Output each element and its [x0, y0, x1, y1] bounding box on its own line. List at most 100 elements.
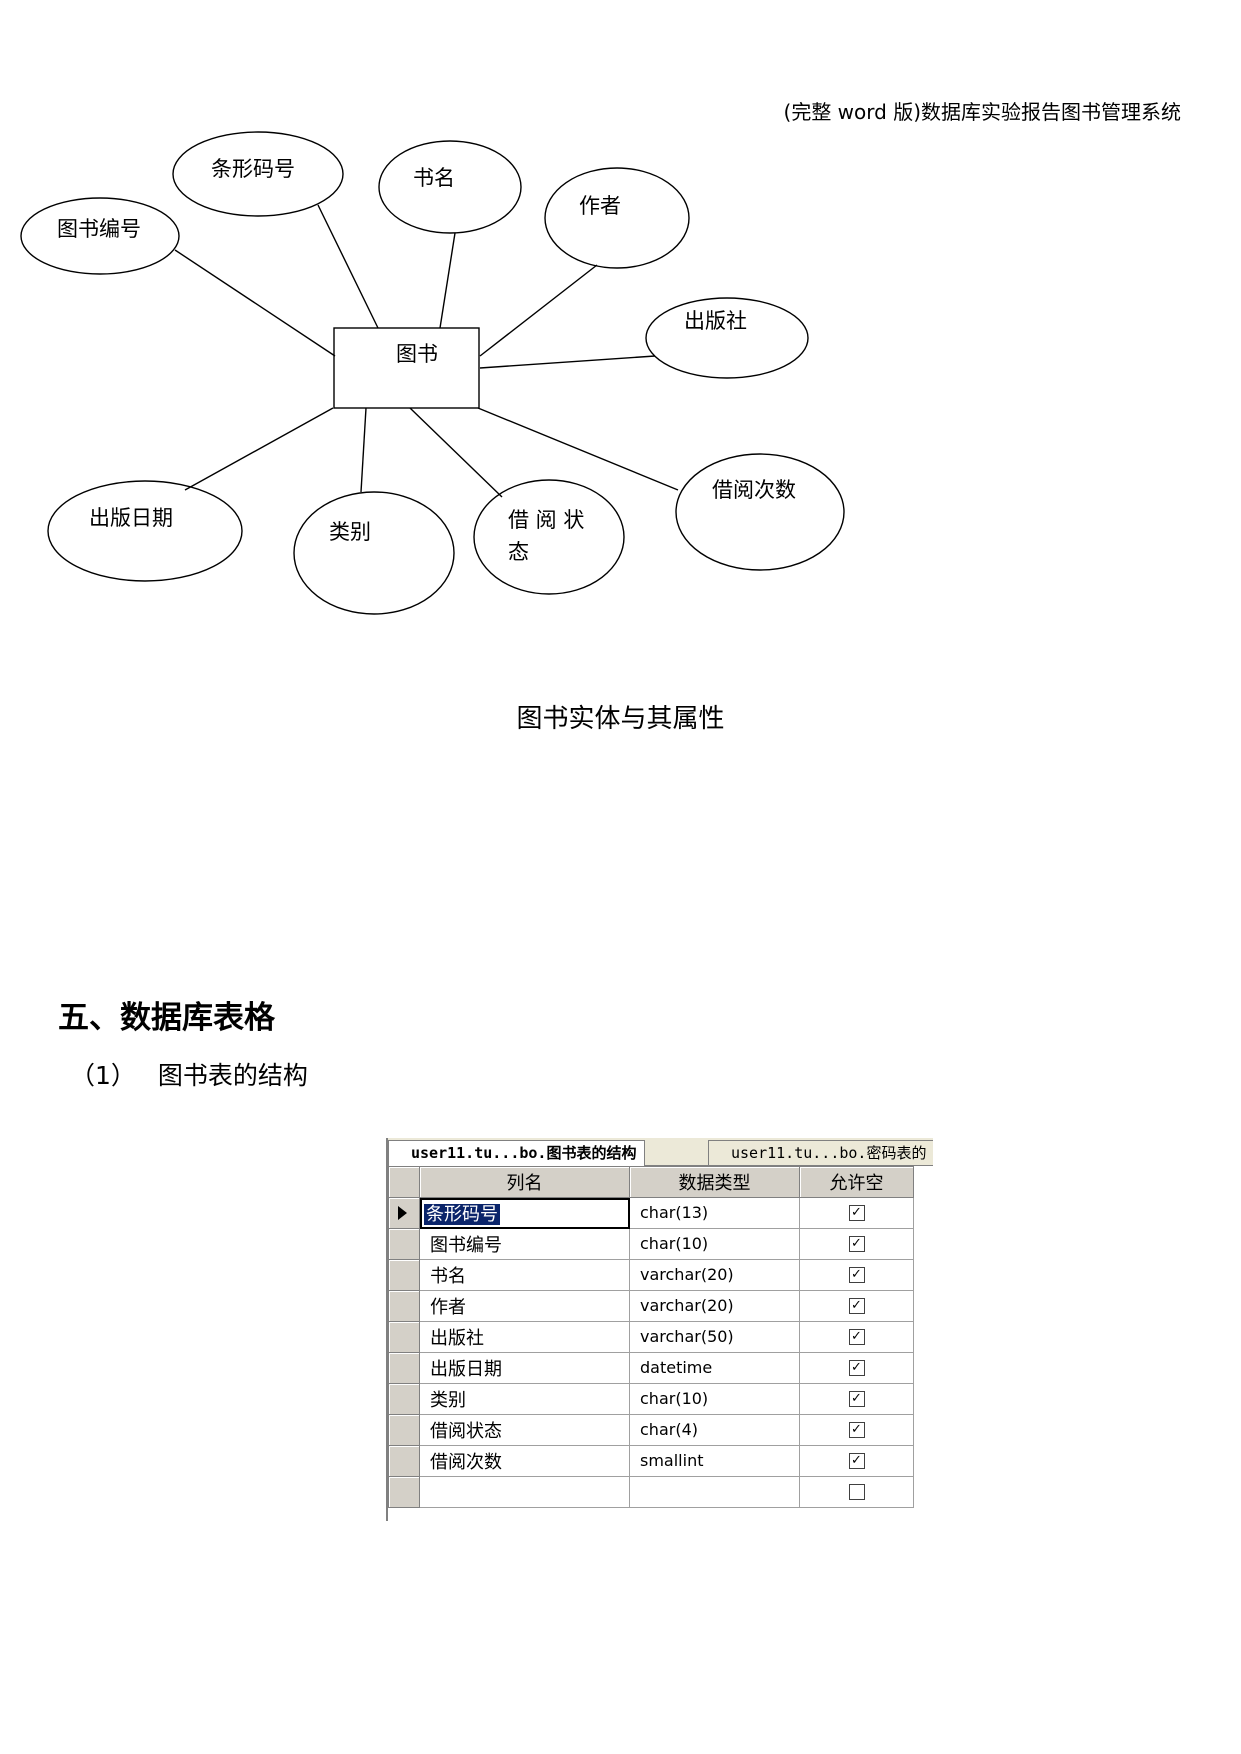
table-row[interactable]: 出版社 varchar(50) ✓	[388, 1321, 914, 1353]
attr-label-title: 书名	[413, 166, 455, 190]
cell-column-name[interactable]	[419, 1476, 630, 1508]
cell-column-name[interactable]: 作者	[419, 1290, 630, 1322]
col-header-name[interactable]: 列名	[419, 1166, 630, 1198]
attr-label-author: 作者	[579, 194, 621, 218]
attr-ellipse-barcode	[172, 131, 344, 217]
cell-data-type[interactable]: varchar(50)	[629, 1321, 800, 1353]
grid-corner	[388, 1166, 420, 1198]
checkbox-checked-icon[interactable]: ✓	[848, 1267, 865, 1283]
current-row-arrow-icon	[398, 1206, 407, 1220]
attr-label-category: 类别	[329, 520, 371, 544]
cell-allow-null[interactable]: ✓	[799, 1445, 914, 1477]
connector-category	[360, 407, 367, 493]
table-row-new[interactable]	[388, 1476, 914, 1508]
checkbox-checked-icon[interactable]: ✓	[848, 1236, 865, 1252]
table-row[interactable]: 条形码号 char(13) ✓	[388, 1197, 914, 1229]
table-row[interactable]: 图书编号 char(10) ✓	[388, 1228, 914, 1260]
cell-data-type[interactable]: char(4)	[629, 1414, 800, 1446]
connector-title	[439, 232, 456, 329]
column-grid: 列名 数据类型 允许空 条形码号 char(13) ✓ 图书编号 char(10…	[388, 1166, 914, 1508]
cell-allow-null[interactable]: ✓	[799, 1321, 914, 1353]
table-row[interactable]: 作者 varchar(20) ✓	[388, 1290, 914, 1322]
attr-label-borrow-status-2: 态	[508, 540, 529, 564]
cell-data-type[interactable]	[629, 1476, 800, 1508]
cell-column-name[interactable]: 借阅状态	[419, 1414, 630, 1446]
cell-allow-null[interactable]: ✓	[799, 1290, 914, 1322]
table-row[interactable]: 出版日期 datetime ✓	[388, 1352, 914, 1384]
checkbox-checked-icon[interactable]: ✓	[848, 1391, 865, 1407]
col-header-type[interactable]: 数据类型	[629, 1166, 800, 1198]
connector-book-no	[174, 249, 336, 357]
attr-ellipse-pub-date	[47, 480, 243, 582]
checkbox-checked-icon[interactable]: ✓	[848, 1453, 865, 1469]
connector-pub-date	[184, 407, 334, 491]
connector-borrow-status	[409, 407, 503, 498]
row-selector[interactable]	[388, 1476, 420, 1508]
row-selector[interactable]	[388, 1321, 420, 1353]
row-selector[interactable]	[388, 1228, 420, 1260]
er-diagram: 图书 图书编号 条形码号 书名 作者 出版社 出版日期 类别 借 阅 状 态 借…	[20, 131, 845, 615]
tab-book-table[interactable]: user11.tu...bo.图书表的结构	[388, 1140, 646, 1166]
table-row[interactable]: 借阅状态 char(4) ✓	[388, 1414, 914, 1446]
table-row[interactable]: 书名 varchar(20) ✓	[388, 1259, 914, 1291]
col-header-nullable[interactable]: 允许空	[799, 1166, 914, 1198]
cell-allow-null[interactable]: ✓	[799, 1414, 914, 1446]
cell-data-type[interactable]: smallint	[629, 1445, 800, 1477]
cell-data-type[interactable]: char(13)	[629, 1197, 800, 1229]
attr-ellipse-author	[544, 167, 690, 269]
connector-author	[479, 264, 598, 357]
cell-column-name[interactable]: 类别	[419, 1383, 630, 1415]
checkbox-checked-icon[interactable]: ✓	[848, 1298, 865, 1314]
attr-label-borrow-status-1: 借 阅 状	[508, 508, 584, 532]
entity-box	[333, 327, 480, 409]
connector-borrow-count	[477, 407, 679, 491]
cell-column-name[interactable]: 条形码号	[419, 1197, 630, 1229]
cell-column-name[interactable]: 书名	[419, 1259, 630, 1291]
row-selector[interactable]	[388, 1197, 420, 1229]
attr-label-publisher: 出版社	[684, 309, 747, 333]
cell-data-type[interactable]: char(10)	[629, 1228, 800, 1260]
section-heading: 五、数据库表格	[58, 1000, 275, 1036]
figure-caption: 图书实体与其属性	[516, 704, 725, 734]
table-row[interactable]: 类别 char(10) ✓	[388, 1383, 914, 1415]
running-header: (完整 word 版)数据库实验报告图书管理系统	[783, 100, 1181, 124]
cell-allow-null[interactable]: ✓	[799, 1228, 914, 1260]
checkbox-checked-icon[interactable]: ✓	[848, 1329, 865, 1345]
subsection-heading: （1）图书表的结构	[70, 1056, 308, 1092]
cell-data-type[interactable]: varchar(20)	[629, 1259, 800, 1291]
cell-data-type[interactable]: datetime	[629, 1352, 800, 1384]
checkbox-unchecked-icon[interactable]	[848, 1484, 865, 1500]
connector-publisher	[479, 355, 656, 369]
cell-column-name[interactable]: 出版社	[419, 1321, 630, 1353]
checkbox-checked-icon[interactable]: ✓	[848, 1422, 865, 1438]
row-selector[interactable]	[388, 1445, 420, 1477]
cell-allow-null[interactable]: ✓	[799, 1352, 914, 1384]
tab-strip: user11.tu...bo.图书表的结构 user11.tu...bo.密码表…	[388, 1138, 933, 1166]
row-selector[interactable]	[388, 1383, 420, 1415]
cell-column-name[interactable]: 出版日期	[419, 1352, 630, 1384]
checkbox-checked-icon[interactable]: ✓	[848, 1360, 865, 1376]
attr-label-barcode: 条形码号	[211, 157, 295, 181]
attr-ellipse-publisher	[645, 297, 809, 379]
row-selector[interactable]	[388, 1352, 420, 1384]
checkbox-checked-icon[interactable]: ✓	[848, 1205, 865, 1221]
selected-name: 条形码号	[424, 1204, 500, 1225]
cell-allow-null[interactable]	[799, 1476, 914, 1508]
cell-allow-null[interactable]: ✓	[799, 1197, 914, 1229]
cell-allow-null[interactable]: ✓	[799, 1259, 914, 1291]
cell-column-name[interactable]: 图书编号	[419, 1228, 630, 1260]
cell-column-name[interactable]: 借阅次数	[419, 1445, 630, 1477]
attr-ellipse-book-no	[20, 197, 180, 275]
row-selector[interactable]	[388, 1259, 420, 1291]
cell-data-type[interactable]: char(10)	[629, 1383, 800, 1415]
attr-ellipse-title	[378, 140, 522, 234]
row-selector[interactable]	[388, 1414, 420, 1446]
row-selector[interactable]	[388, 1290, 420, 1322]
tab-password-table[interactable]: user11.tu...bo.密码表的	[708, 1140, 933, 1165]
attr-label-book-no: 图书编号	[57, 217, 141, 241]
subsection-title: 图书表的结构	[157, 1061, 308, 1090]
table-row[interactable]: 借阅次数 smallint ✓	[388, 1445, 914, 1477]
cell-allow-null[interactable]: ✓	[799, 1383, 914, 1415]
cell-data-type[interactable]: varchar(20)	[629, 1290, 800, 1322]
attr-label-pub-date: 出版日期	[89, 506, 173, 530]
